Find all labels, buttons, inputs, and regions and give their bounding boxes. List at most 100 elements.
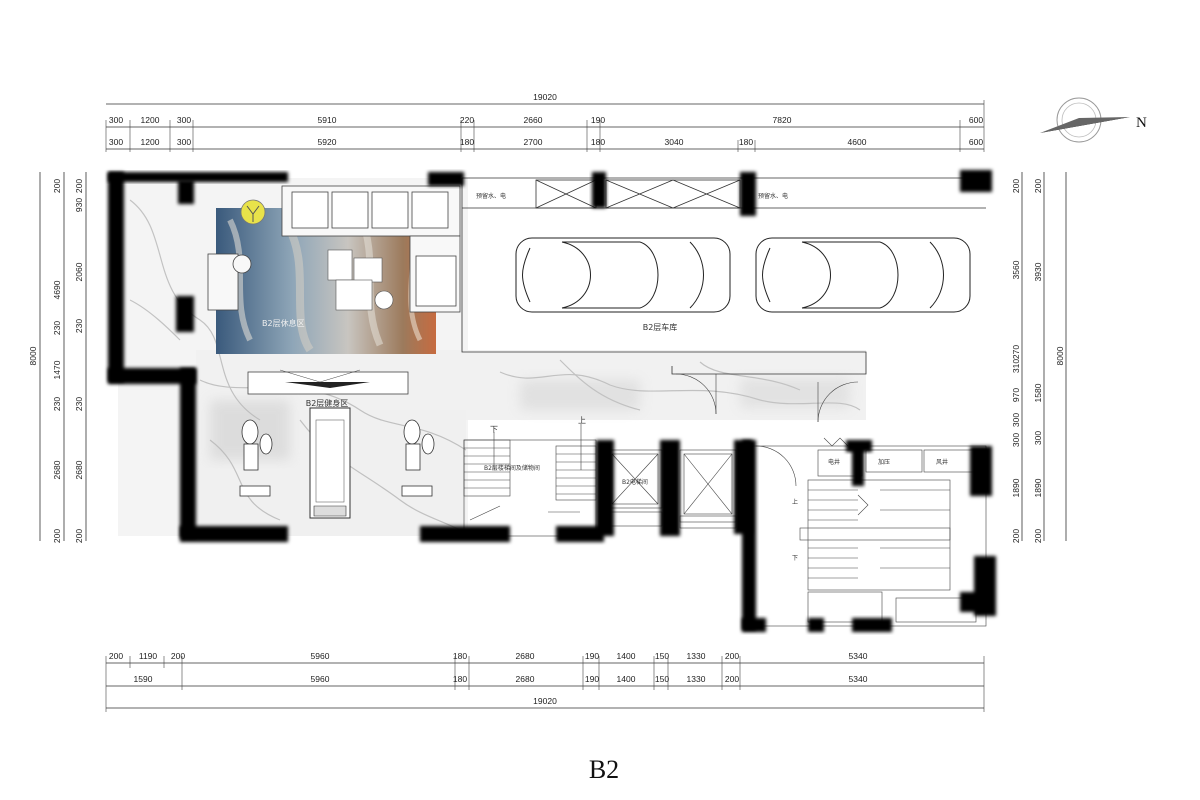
dim-left2-6: 200 (74, 529, 84, 543)
dim-top2-10: 600 (969, 137, 983, 147)
dim-right2-1: 3930 (1033, 262, 1043, 281)
label-stair-up: 上 (578, 416, 586, 425)
dim-right2-4: 1890 (1033, 478, 1043, 497)
dim-right1-8: 200 (1011, 529, 1021, 543)
doors (675, 373, 859, 487)
dim-right1-0: 200 (1011, 179, 1021, 193)
dim-right1-3: 270 (1011, 345, 1021, 359)
dim-top1-8: 600 (969, 115, 983, 125)
dim-bot1-9: 1330 (687, 651, 706, 661)
dim-top2-4: 180 (460, 137, 474, 147)
top-dimensions: 19020 300 1200 300 5910 220 2660 190 782… (105, 92, 985, 152)
dim-right2-0: 200 (1033, 179, 1043, 193)
dim-top1-0: 300 (109, 115, 123, 125)
dim-top2-7: 3040 (665, 137, 684, 147)
bottom-dimensions: 200 1190 200 5960 180 2680 190 1400 150 … (105, 651, 985, 712)
dim-right2-3: 300 (1033, 431, 1043, 445)
coffee-table (327, 249, 394, 311)
label-stair-down: 下 (490, 425, 498, 434)
dim-bot1-2: 200 (171, 651, 185, 661)
dim-left2-1: 930 (74, 198, 84, 212)
dim-top1-3: 5910 (318, 115, 337, 125)
dim-bot1-11: 5340 (849, 651, 868, 661)
compass-north-label: N (1136, 115, 1147, 131)
dim-bot2-9: 5340 (849, 674, 868, 684)
dim-bot1-10: 200 (725, 651, 739, 661)
car-left (515, 237, 731, 313)
left-dimensions: 8000 200 4690 230 1470 230 2680 200 200 … (28, 172, 87, 543)
dim-top2-3: 5920 (318, 137, 337, 147)
dim-left1-4: 230 (52, 397, 62, 411)
room-label-garage: B2层车库 (643, 322, 678, 332)
stair-storage (463, 424, 597, 537)
dim-top1-6: 190 (591, 115, 605, 125)
pendant-lamp-icon (240, 199, 266, 225)
dim-bot1-3: 5960 (311, 651, 330, 661)
dim-left-total: 8000 (28, 346, 38, 365)
plan-title: B2 (589, 755, 619, 784)
label-drain-right: 预留水、电 (758, 192, 788, 200)
dim-bottom-total: 19020 (533, 696, 557, 706)
dim-bot2-1: 5960 (311, 674, 330, 684)
dim-top2-1: 1200 (141, 137, 160, 147)
dim-bot2-7: 1330 (687, 674, 706, 684)
dim-left1-3: 1470 (52, 360, 62, 379)
dim-top1-1: 1200 (141, 115, 160, 125)
room-label-stair-storage: B2层楼梯间及储物间 (484, 464, 540, 472)
dim-left1-1: 4690 (52, 280, 62, 299)
east-stairwell (751, 437, 987, 627)
dim-left2-0: 200 (74, 179, 84, 193)
dim-top2-6: 180 (591, 137, 605, 147)
dim-left2-2: 2060 (74, 262, 84, 281)
dim-right1-5: 300 (1011, 433, 1021, 447)
dim-left1-0: 200 (52, 179, 62, 193)
dim-top1-5: 2660 (524, 115, 543, 125)
dim-top2-5: 2700 (524, 137, 543, 147)
dim-top2-0: 300 (109, 137, 123, 147)
dim-bot2-4: 190 (585, 674, 599, 684)
dim-top-total: 19020 (533, 92, 557, 102)
dim-left2-4: 230 (74, 397, 84, 411)
dim-top1-2: 300 (177, 115, 191, 125)
room-label-elevator: B2电梯间 (622, 478, 648, 486)
dim-left1-2: 230 (52, 321, 62, 335)
dim-bot2-6: 150 (655, 674, 669, 684)
dim-right1-6: 300 (1011, 413, 1021, 427)
dim-bot2-2: 180 (453, 674, 467, 684)
dim-bot2-0: 1590 (134, 674, 153, 684)
dim-left1-6: 200 (52, 529, 62, 543)
label-pressure: 加压 (878, 458, 890, 466)
dim-bot2-5: 1400 (617, 674, 636, 684)
walls (108, 170, 996, 632)
dim-bot1-4: 180 (453, 651, 467, 661)
dim-right1-4: 970 (1011, 388, 1021, 402)
dim-right-total: 8000 (1055, 346, 1065, 365)
dim-bot1-1: 1190 (139, 651, 158, 661)
dim-bot2-8: 200 (725, 674, 739, 684)
dim-left2-3: 230 (74, 319, 84, 333)
dim-top2-8: 180 (739, 137, 753, 147)
sofa-sectional (207, 185, 461, 313)
plan-body: B2层休息区 B2层健身区 (108, 170, 996, 632)
dim-bot1-6: 190 (585, 651, 599, 661)
dim-bot1-0: 200 (109, 651, 123, 661)
dim-top1-7: 7820 (773, 115, 792, 125)
label-electric-well: 电井 (828, 458, 840, 466)
label-air-shaft: 风井 (936, 458, 948, 466)
label-stairwell-down: 下 (792, 555, 798, 562)
garage-outline (461, 177, 986, 375)
dim-top2-9: 4600 (848, 137, 867, 147)
dim-top1-4: 220 (460, 115, 474, 125)
dim-bot1-7: 1400 (617, 651, 636, 661)
compass: N (1040, 97, 1147, 143)
room-label-lounge: B2层休息区 (262, 318, 305, 328)
dim-bot1-8: 150 (655, 651, 669, 661)
room-label-gym: B2层健身区 (306, 398, 349, 408)
label-stairwell-up: 上 (792, 498, 798, 506)
dim-bot2-3: 2680 (516, 674, 535, 684)
right-dimensions: 200 3560 310 270 970 300 300 1890 200 20… (1011, 172, 1067, 543)
dim-left1-5: 2680 (52, 460, 62, 479)
dim-right1-7: 1890 (1011, 478, 1021, 497)
dim-right1-1: 3560 (1011, 260, 1021, 279)
